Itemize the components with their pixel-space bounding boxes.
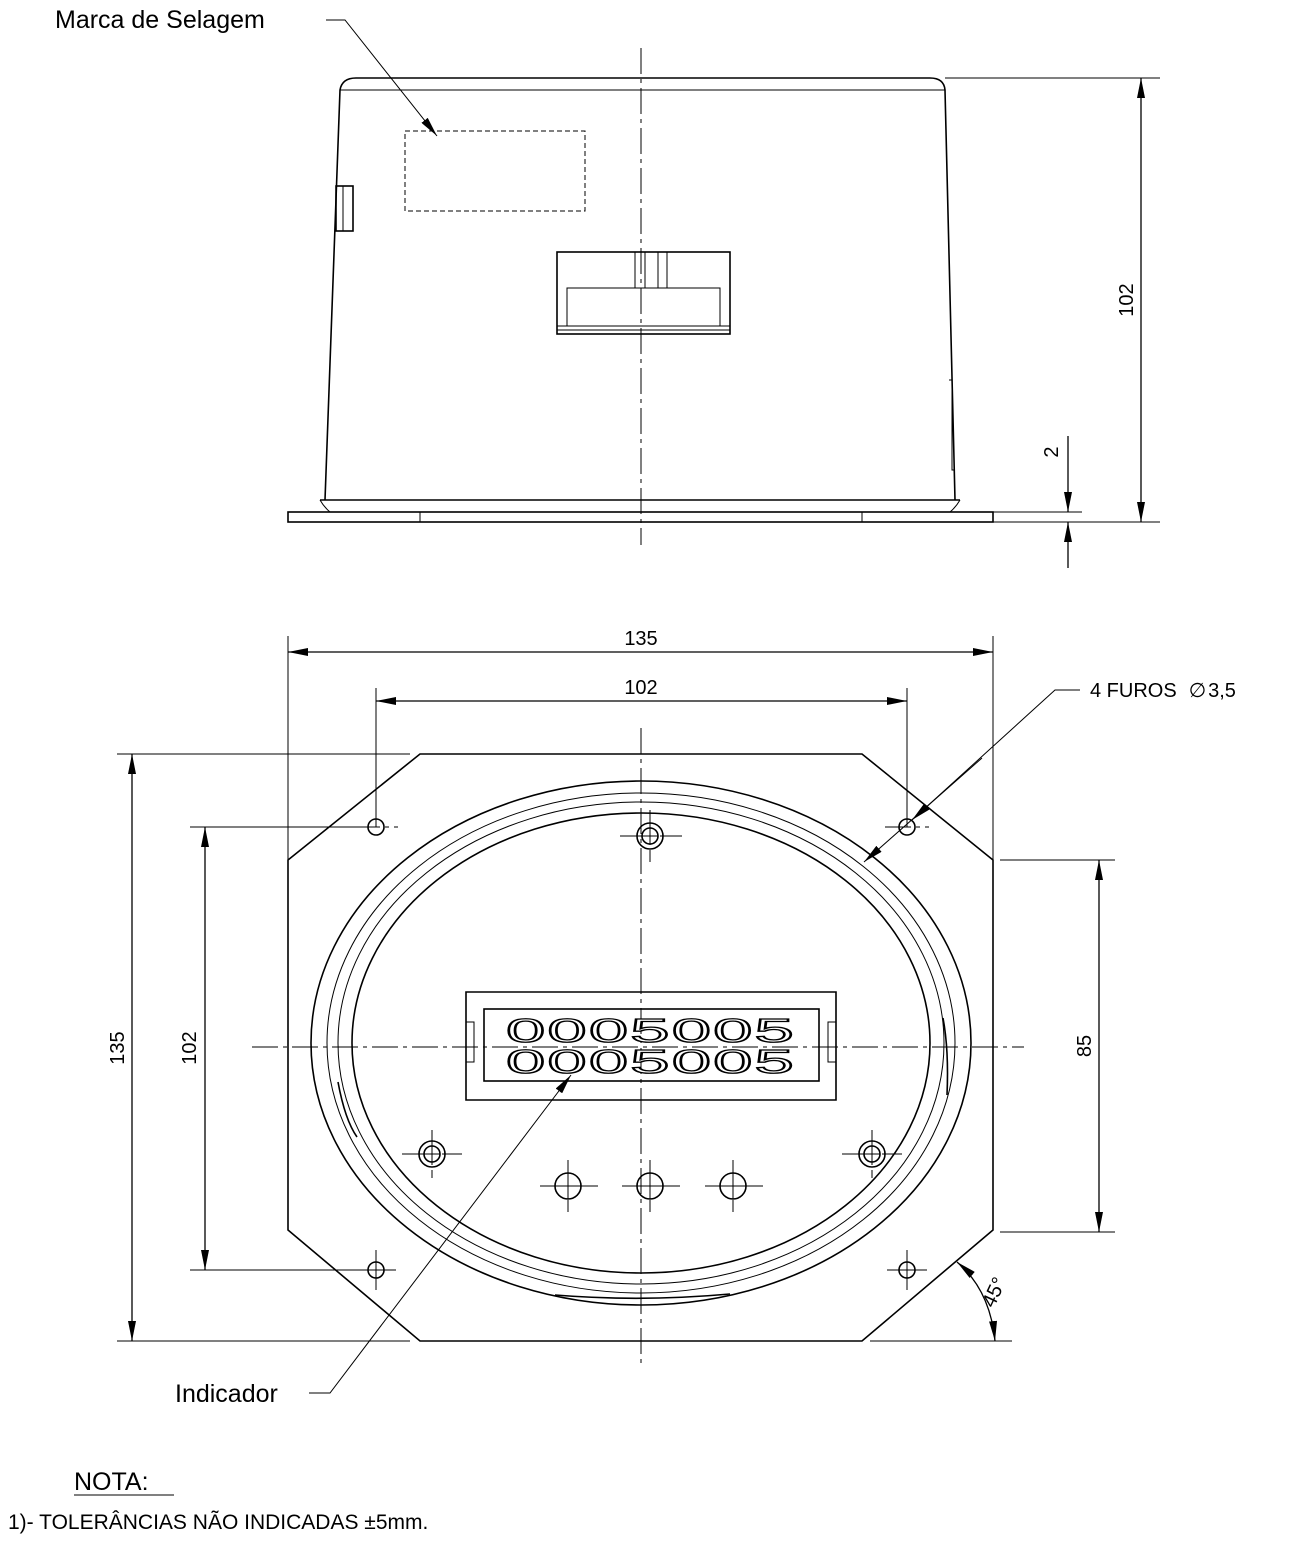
terminal-center <box>622 1160 680 1212</box>
note-item-1: 1)- TOLERÂNCIAS NÃO INDICADAS ±5mm. <box>8 1510 428 1534</box>
overall-height-label: 135 <box>107 1031 129 1064</box>
holes-note-label: 4 FUROS∅3,5 <box>1090 680 1236 702</box>
note-title: NOTA: <box>74 1468 149 1496</box>
notes-block: NOTA: 1)- TOLERÂNCIAS NÃO INDICADAS ±5mm… <box>8 1468 428 1534</box>
overall-width-label: 135 <box>624 628 657 650</box>
indicator-display: 0005005 0005005 <box>465 991 837 1101</box>
flange-thickness-label: 2 <box>1041 446 1063 457</box>
side-view-connector-block <box>556 251 731 335</box>
hole-spacing-horizontal-label: 102 <box>624 677 657 699</box>
holes-note-leader <box>911 689 1080 821</box>
display-row-2: 0005005 <box>506 1043 796 1080</box>
chamfer-angle-label: 45° <box>978 1274 1011 1311</box>
base-plate-outline <box>287 753 994 1342</box>
side-view: 102 2 Marca de Selagem <box>55 6 1160 568</box>
terminal-right <box>705 1160 763 1212</box>
hole-spacing-vertical-label: 102 <box>179 1031 201 1064</box>
height-dimension-label: 102 <box>1116 283 1138 316</box>
screw-left <box>402 1130 462 1178</box>
side-view-body-outline <box>324 77 956 501</box>
sealing-mark-leader <box>326 19 438 137</box>
display-row-1: 0005005 <box>506 1012 796 1049</box>
screw-top <box>620 810 682 862</box>
flat-side-height-label: 85 <box>1074 1035 1096 1057</box>
sealing-mark-area <box>404 130 586 212</box>
screw-right <box>842 1130 902 1178</box>
front-view: 0005005 0005005 135 102 135 102 85 45° <box>107 628 1236 1408</box>
side-view-latch <box>335 185 354 232</box>
chamfer-angle-arc <box>956 1261 998 1342</box>
mounting-hole-bottom-right <box>887 1250 927 1290</box>
terminal-left <box>540 1160 598 1212</box>
indicator-leader <box>309 1074 572 1394</box>
indicator-label: Indicador <box>175 1380 278 1408</box>
sealing-mark-label: Marca de Selagem <box>55 6 265 34</box>
